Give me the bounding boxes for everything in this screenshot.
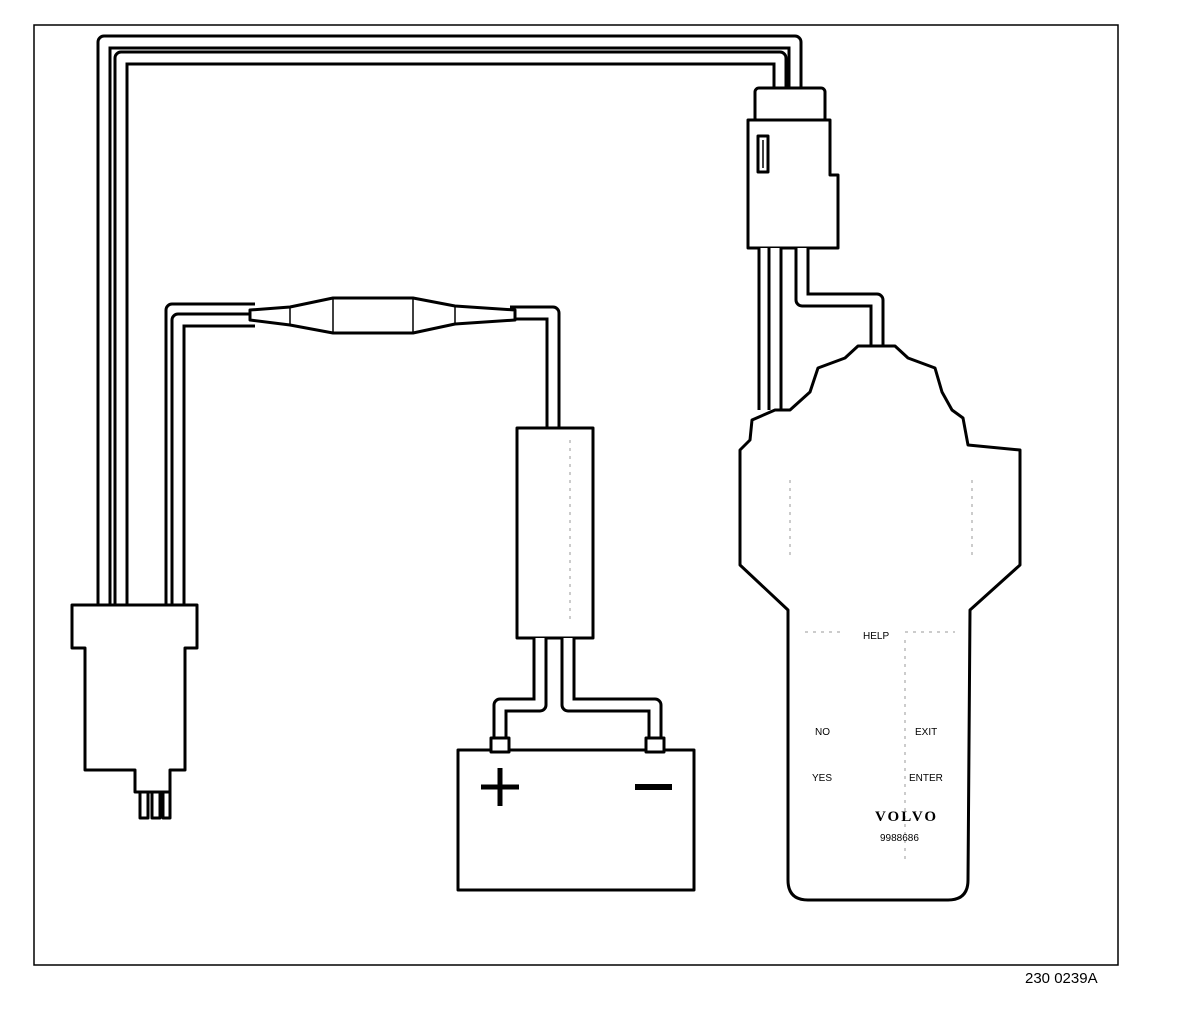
tester-brand-logo: VOLVO: [875, 809, 938, 825]
cable-socket-to-interface: [96, 34, 803, 606]
cable-interface-to-tester: [757, 248, 885, 410]
battery-positive-sign: [481, 768, 519, 806]
help-key: HELP: [863, 631, 889, 642]
exit-key: EXIT: [915, 727, 937, 738]
handheld-tester: HELP NO EXIT YES ENTER VOLVO 9988686: [738, 344, 1022, 902]
interface-module: [746, 86, 840, 250]
figure-frame: [33, 24, 1119, 966]
tester-part-number: 9988686: [880, 833, 919, 844]
battery: [456, 736, 696, 892]
enter-key: ENTER: [909, 773, 943, 784]
yes-key: YES: [812, 773, 832, 784]
adapter-box: [515, 426, 595, 640]
connector-pins: [138, 790, 172, 820]
figure-reference: 230 0239A: [1025, 970, 1098, 987]
no-key: NO: [815, 727, 830, 738]
cable-socket-to-adapter: [164, 302, 561, 606]
diagnostic-socket-connector: [70, 603, 199, 820]
cable-adapter-to-battery: [492, 638, 663, 740]
inline-fuse-holder: [248, 296, 517, 335]
